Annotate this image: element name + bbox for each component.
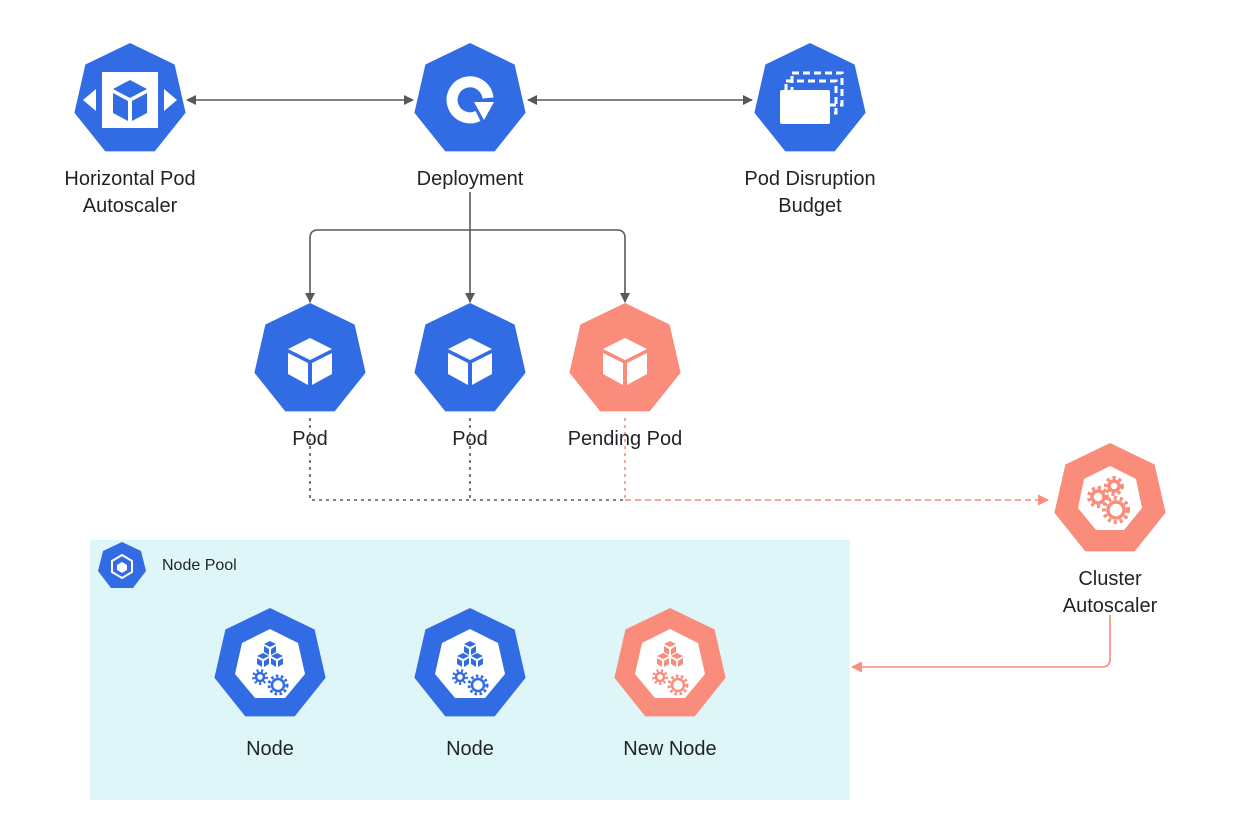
node-1-label: Node — [246, 738, 294, 760]
pod-node-2[interactable] — [414, 303, 526, 412]
pending-pod-label: Pending Pod — [567, 428, 683, 450]
node-1[interactable] — [214, 608, 326, 717]
new-node[interactable] — [614, 608, 726, 717]
autoscaler-nodepool-arrow — [850, 615, 1111, 673]
node-icon — [652, 641, 689, 696]
pdb-node[interactable] — [754, 43, 866, 152]
stacked-pages-icon — [780, 71, 844, 124]
hpa-node[interactable] — [74, 43, 186, 152]
deployment-node[interactable] — [414, 43, 526, 152]
node-pool-title: Node Pool — [162, 557, 237, 574]
deployment-pending-arrow — [470, 229, 630, 303]
gears-icon — [1087, 476, 1130, 524]
pdb-label: Pod Disruption Budget — [744, 168, 876, 217]
pending-pod-node[interactable] — [569, 303, 681, 412]
node-icon — [252, 641, 289, 696]
node-2-label: Node — [446, 738, 494, 760]
cube-icon — [603, 338, 647, 385]
cluster-autoscaler-node[interactable] — [1054, 443, 1166, 552]
pod-node-1[interactable] — [254, 303, 366, 412]
connectors — [186, 95, 1111, 673]
deployment-label: Deployment — [416, 168, 524, 190]
cube-icon — [288, 338, 332, 385]
new-node-label: New Node — [623, 738, 717, 760]
node-pool-icon — [98, 542, 146, 588]
pod-1-label: Pod — [292, 428, 328, 450]
cube-icon — [448, 338, 492, 385]
node-icon — [452, 641, 489, 696]
hpa-label: Horizontal Pod Autoscaler — [64, 168, 196, 217]
deployment-pod1-arrow — [305, 229, 470, 303]
node-2[interactable] — [414, 608, 526, 717]
cluster-autoscaler-label: Cluster Autoscaler — [1062, 568, 1158, 617]
pod-2-label: Pod — [452, 428, 488, 450]
refresh-icon — [446, 76, 494, 124]
autoscaler-cube-icon — [83, 72, 177, 128]
